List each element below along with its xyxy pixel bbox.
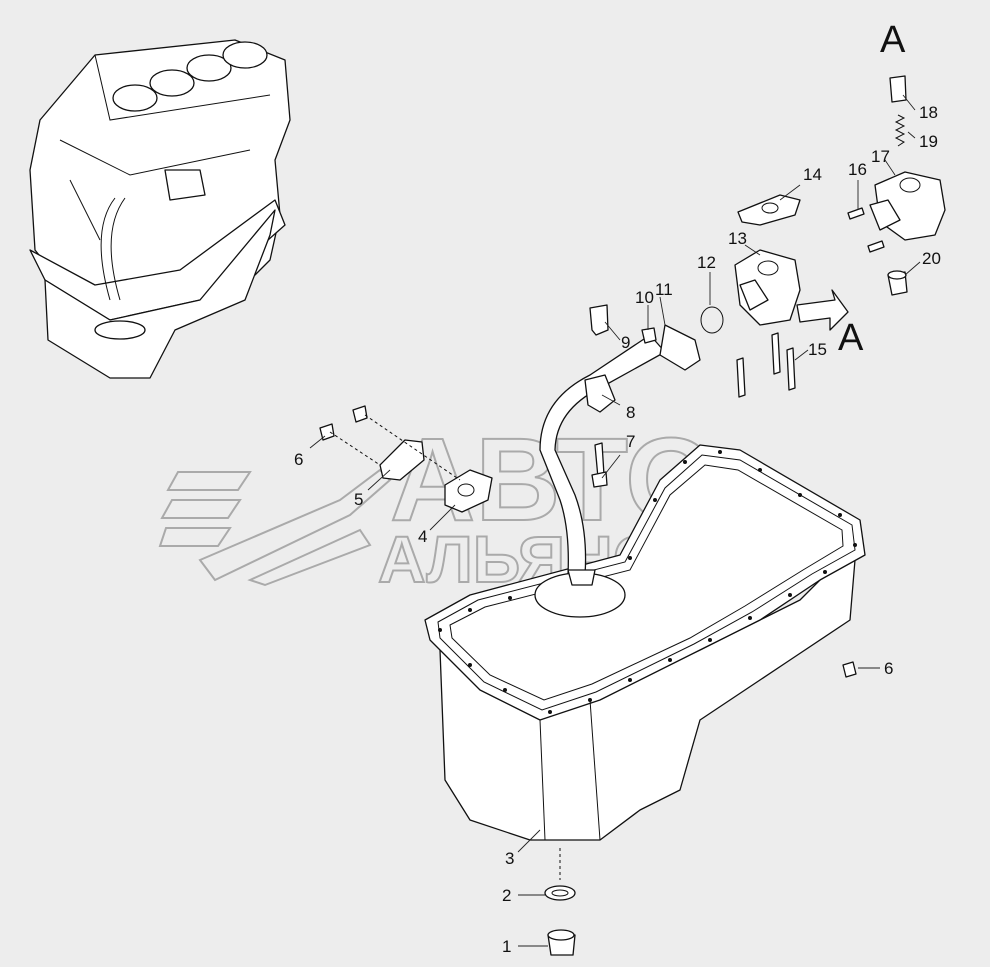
watermark-emblem: [158, 468, 392, 587]
callout-9: 9: [621, 333, 630, 352]
callout-14: 14: [803, 165, 822, 184]
callout-11: 11: [655, 280, 673, 299]
pipe-gasket: [444, 469, 493, 513]
oil-suction-pipe: [534, 324, 701, 618]
callout-13: 13: [728, 229, 747, 248]
view-label-a-detail: A: [880, 19, 906, 61]
pump-gasket: [737, 194, 801, 226]
leader-lines: [309, 94, 921, 947]
callout-numbers: 1 2 3 4 5 6 6 7 8 9 10 11 12 13 14 15 16…: [294, 103, 941, 956]
callout-3: 3: [505, 849, 514, 868]
callout-15: 15: [808, 340, 827, 359]
callout-1: 1: [502, 937, 511, 956]
callout-6-left: 6: [294, 450, 303, 469]
callout-5: 5: [354, 490, 363, 509]
view-label-a-arrow: A: [838, 317, 864, 359]
callout-6-right: 6: [884, 659, 893, 678]
oil-pan: [424, 444, 866, 880]
view-arrow: [796, 289, 849, 331]
callout-16: 16: [848, 160, 867, 179]
callout-19: 19: [919, 132, 938, 151]
callout-20: 20: [922, 249, 941, 268]
callout-18: 18: [919, 103, 938, 122]
callout-12: 12: [697, 253, 716, 272]
drain-washer: [544, 885, 576, 901]
callout-8: 8: [626, 403, 635, 422]
small-parts: [319, 75, 946, 956]
callout-17: 17: [871, 147, 890, 166]
cover-plate: [379, 439, 425, 481]
callout-7: 7: [626, 432, 635, 451]
callout-4: 4: [418, 527, 427, 546]
callout-2: 2: [502, 886, 511, 905]
callout-10: 10: [635, 288, 654, 307]
engine-block-inset: [29, 39, 291, 379]
